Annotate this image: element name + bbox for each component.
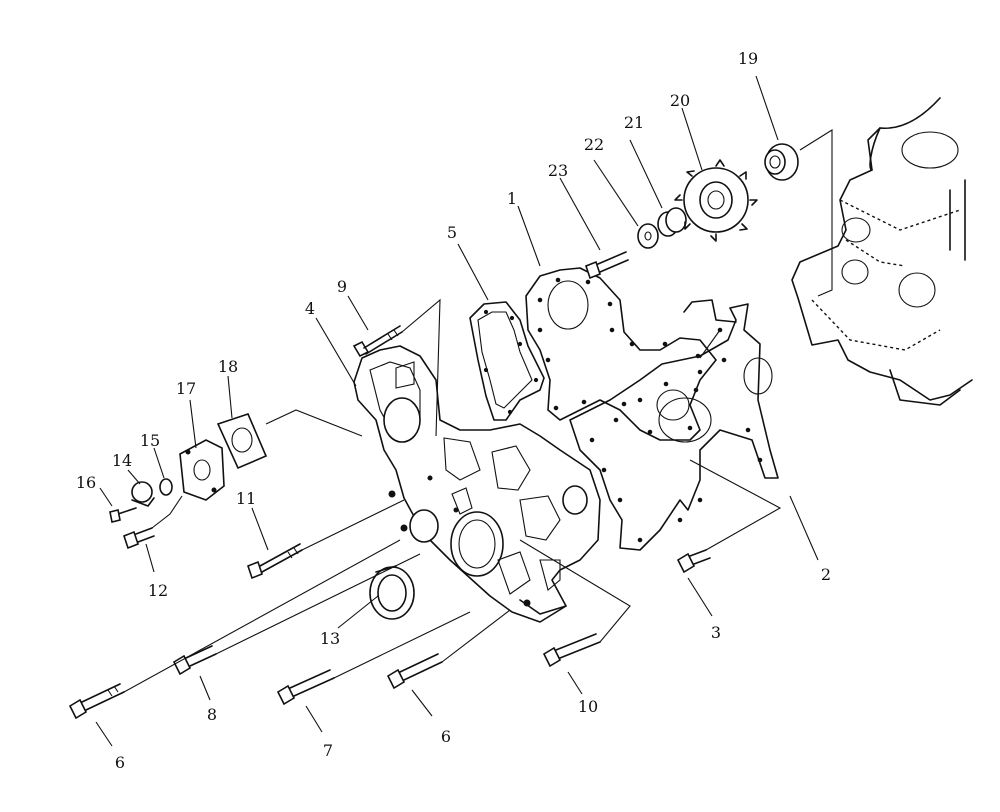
bolt-23 (585, 251, 629, 280)
callout-18: 18 (218, 357, 238, 376)
callout-16: 16 (76, 473, 96, 492)
callout-6-right: 6 (441, 727, 451, 746)
callout-15: 15 (140, 431, 160, 450)
callout-12: 12 (148, 581, 168, 600)
bushing (657, 207, 687, 237)
callout-22: 22 (584, 135, 604, 154)
gasket-loop (469, 301, 545, 421)
callout-14: 14 (112, 451, 132, 470)
callout-13: 13 (320, 629, 340, 648)
callout-21: 21 (624, 113, 644, 132)
bolt-8 (172, 645, 217, 676)
callout-10: 10 (578, 697, 598, 716)
callout-4: 4 (305, 299, 315, 318)
screw-small (109, 507, 137, 523)
guide-lines (123, 129, 833, 693)
bolt-3 (676, 549, 711, 574)
bolt-9 (352, 325, 403, 358)
callout-7: 7 (323, 741, 333, 760)
callout-11: 11 (236, 489, 256, 508)
callout-19: 19 (738, 49, 758, 68)
cap (131, 481, 155, 507)
cover-plate (179, 439, 225, 501)
callout-2: 2 (821, 565, 831, 584)
callout-5: 5 (447, 223, 457, 242)
front-plate (525, 267, 717, 441)
callout-labels: 1 2 3 4 5 6 6 7 8 9 10 11 12 13 14 15 16… (76, 49, 831, 772)
callout-6-left: 6 (115, 753, 125, 772)
bolt-6-right (386, 653, 443, 690)
callout-23: 23 (548, 161, 568, 180)
idler-gear (674, 159, 758, 242)
callout-17: 17 (176, 379, 196, 398)
timing-gear-cover (353, 345, 601, 623)
callout-20: 20 (670, 91, 690, 110)
callout-9: 9 (337, 277, 347, 296)
o-ring (159, 478, 173, 496)
oil-seal (369, 565, 415, 620)
engine-block (791, 97, 973, 406)
bolt-12 (123, 527, 155, 550)
bolt-10 (542, 633, 601, 668)
rear-gasket (569, 299, 779, 551)
pulley (764, 143, 799, 181)
bolt-11 (247, 543, 303, 580)
callout-3: 3 (711, 623, 721, 642)
bolt-7 (276, 669, 335, 706)
washer (637, 223, 659, 249)
callout-8: 8 (207, 705, 217, 724)
callout-1: 1 (507, 189, 517, 208)
leader-lines (95, 75, 819, 747)
gasket-plate (216, 413, 268, 470)
bolt-6-left (68, 683, 125, 720)
